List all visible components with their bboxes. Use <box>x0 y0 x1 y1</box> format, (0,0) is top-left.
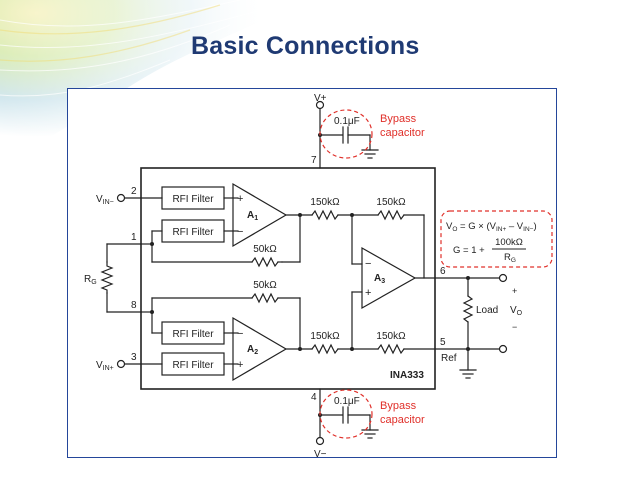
formula-gain-equation: VO = G × (VIN+ – VIN−) <box>446 221 537 233</box>
rg-resistor <box>100 261 114 294</box>
a3-minus-input: − <box>365 258 371 270</box>
resistor-50k-2 <box>251 292 279 304</box>
terminal-vin-neg <box>116 193 126 203</box>
resistor-150k-4 <box>377 343 405 355</box>
label-v-plus: V+ <box>314 93 327 104</box>
chip-name: INA333 <box>390 370 424 381</box>
pin-2-label: 2 <box>131 186 137 197</box>
pin-3-label: 3 <box>131 352 137 363</box>
a2-label: A2 <box>247 344 258 356</box>
resistor-150k-2 <box>377 209 405 221</box>
label-150k-1: 150kΩ <box>310 197 340 208</box>
bypass-bottom-line1: Bypass <box>380 400 417 412</box>
formula-numerator: 100kΩ <box>495 237 523 248</box>
terminal-v-plus <box>315 100 325 110</box>
cap-top-value: 0.1μF <box>334 116 360 127</box>
op-amp-a3 <box>361 246 417 310</box>
pin-8-label: 8 <box>131 300 137 311</box>
rfi-filter-1-label: RFI Filter <box>172 194 214 205</box>
rfi-filter-3-label: RFI Filter <box>172 329 214 340</box>
cap-bottom-value: 0.1μF <box>334 396 360 407</box>
terminal-vo-pos <box>498 273 508 283</box>
a2-plus-input: + <box>237 359 243 371</box>
terminal-v-minus <box>315 436 325 446</box>
formula-g-prefix: G = 1 + <box>453 245 485 256</box>
bypass-top-line1: Bypass <box>380 113 417 125</box>
vo-minus-sign: − <box>512 322 517 332</box>
terminal-vin-pos <box>116 359 126 369</box>
label-50k-2: 50kΩ <box>253 280 277 291</box>
diagram-frame <box>67 88 557 458</box>
a1-label: A1 <box>247 210 258 222</box>
op-amp-a2 <box>232 316 288 382</box>
bypass-top-line2: capacitor <box>380 127 425 139</box>
a1-minus-input: − <box>237 226 243 238</box>
label-150k-3: 150kΩ <box>310 331 340 342</box>
pin-4-label: 4 <box>311 392 317 403</box>
formula-box <box>440 210 553 268</box>
a2-minus-input: − <box>237 328 243 340</box>
label-vin-pos: VIN+ <box>96 360 114 372</box>
load-resistor <box>462 295 474 323</box>
slide-title: Basic Connections <box>191 32 420 60</box>
bypass-highlight-bottom <box>319 389 373 439</box>
label-v-minus: V− <box>314 449 327 460</box>
pin-1-label: 1 <box>131 232 137 243</box>
label-rg: RG <box>84 274 97 286</box>
a3-label: A3 <box>374 273 385 285</box>
resistor-50k-1 <box>251 256 279 268</box>
label-150k-2: 150kΩ <box>376 197 406 208</box>
bypass-highlight-top <box>319 109 373 159</box>
label-vo: VO <box>510 305 523 317</box>
formula-denominator: RG <box>504 252 516 264</box>
resistor-150k-1 <box>311 209 339 221</box>
label-ref: Ref <box>441 353 457 364</box>
pin-6-label: 6 <box>440 266 446 277</box>
bypass-bottom-line2: capacitor <box>380 414 425 426</box>
a1-plus-input: + <box>237 193 243 205</box>
pin-7-label: 7 <box>311 155 317 166</box>
a3-plus-input: + <box>365 287 371 299</box>
label-50k-1: 50kΩ <box>253 244 277 255</box>
pin-5-label: 5 <box>440 337 446 348</box>
label-load: Load <box>476 305 498 316</box>
resistor-150k-3 <box>311 343 339 355</box>
label-150k-4: 150kΩ <box>376 331 406 342</box>
vo-plus-sign: + <box>512 286 517 296</box>
rfi-filter-4-label: RFI Filter <box>172 360 214 371</box>
label-vin-neg: VIN− <box>96 194 114 206</box>
op-amp-a1 <box>232 182 288 248</box>
rfi-filter-2-label: RFI Filter <box>172 227 214 238</box>
terminal-vo-neg <box>498 344 508 354</box>
